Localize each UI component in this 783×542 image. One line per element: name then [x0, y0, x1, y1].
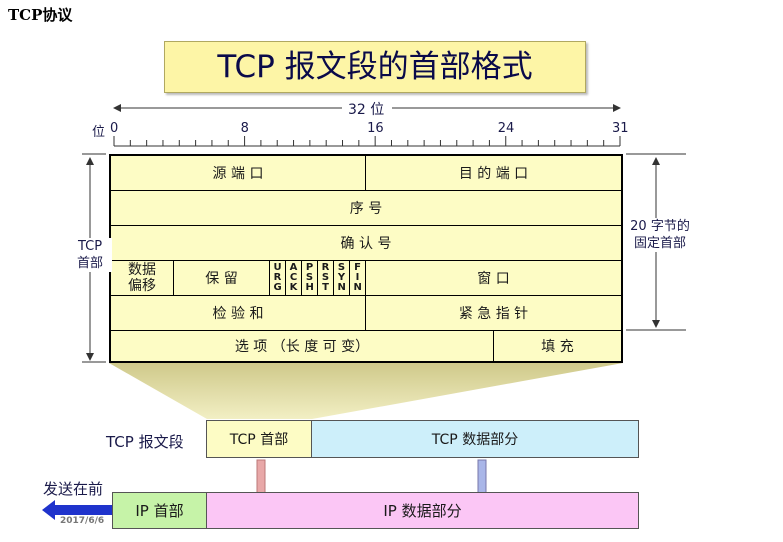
options-field: 选 项 （长 度 可 变）	[111, 331, 494, 361]
flag-label: FIN	[353, 262, 362, 293]
padding-field: 填 充	[494, 331, 621, 361]
ack-number-field: 确 认 号	[111, 226, 621, 261]
dest-port-field: 目 的 端 口	[366, 156, 621, 191]
window-field: 窗 口	[366, 261, 621, 296]
source-port-field: 源 端 口	[111, 156, 366, 191]
tick-label: 31	[612, 121, 629, 136]
sequence-number-field: 序 号	[111, 191, 621, 226]
flag-rst: RST	[318, 261, 334, 295]
ip-header-block: IP 首部	[112, 492, 207, 529]
tcp-header-side-label: TCP 首部	[68, 238, 112, 272]
diagram-title: TCP 报文段的首部格式	[164, 41, 586, 93]
date-stamp: 2017/6/6	[60, 516, 105, 526]
flag-label: URG	[273, 262, 282, 293]
reserved-field: 保 留	[174, 261, 270, 296]
data-offset-field: 数据 偏移	[111, 261, 174, 296]
tcp-segment-label: TCP 报文段	[106, 433, 184, 451]
flag-fin: FIN	[350, 261, 366, 295]
flag-urg: URG	[270, 261, 286, 295]
tick-label: 24	[497, 121, 515, 136]
flag-label: PSH	[305, 262, 314, 293]
flag-syn: SYN	[334, 261, 350, 295]
ip-data-block: IP 数据部分	[206, 492, 639, 529]
checksum-field: 检 验 和	[111, 296, 366, 331]
fixed-header-side-label: 20 字节的 固定首部	[624, 218, 696, 252]
tcp-header-block: TCP 首部	[206, 420, 312, 458]
flags-group: URG ACK PSH RST SYN FIN	[270, 261, 366, 296]
tick-label: 8	[240, 121, 249, 136]
flag-label: ACK	[289, 262, 298, 293]
tcp-data-block: TCP 数据部分	[311, 420, 639, 458]
flag-label: SYN	[337, 262, 346, 293]
bit-width-label: 32 位	[346, 99, 387, 119]
tick-label: 0	[110, 121, 119, 136]
flag-ack: ACK	[286, 261, 302, 295]
flag-psh: PSH	[302, 261, 318, 295]
bit-unit-label: 位	[92, 125, 106, 140]
urgent-pointer-field: 紧 急 指 针	[366, 296, 621, 331]
page-title: TCP协议	[8, 6, 73, 24]
flag-label: RST	[321, 262, 330, 293]
bit-ruler	[113, 136, 621, 147]
send-first-label: 发送在前	[43, 480, 104, 498]
tick-label: 16	[367, 121, 384, 136]
